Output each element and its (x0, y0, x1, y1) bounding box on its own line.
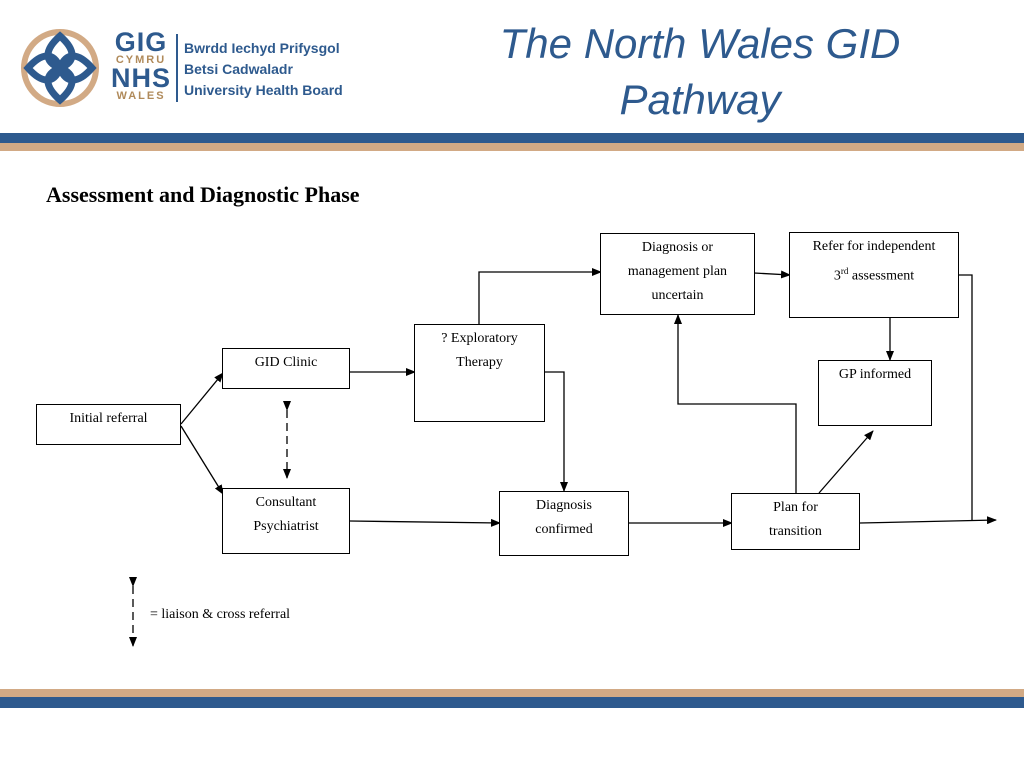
node-initial-referral: Initial referral (36, 404, 181, 445)
board-name-line2: Betsi Cadwaladr (184, 61, 293, 77)
node-diagnosis-confirmed-label: Diagnosis confirmed (535, 498, 593, 537)
node-refer-independent: Refer for independent 3rd assessment (789, 232, 959, 318)
logo-divider (176, 34, 178, 102)
node-consultant-psychiatrist: Consultant Psychiatrist (222, 488, 350, 554)
celtic-knot-icon (21, 29, 99, 107)
assessment-word: assessment (848, 268, 915, 284)
node-gp-informed-label: GP informed (838, 367, 912, 382)
legend-text: = liaison & cross referral (150, 607, 291, 622)
node-diagnosis-uncertain-label: Diagnosis or management plan uncertain (627, 240, 728, 303)
arrow-referral-to-consultant (180, 425, 224, 495)
arrow-consultant-to-confirmed (349, 518, 501, 527)
board-name-line1: Bwrdd Iechyd Prifysgol (184, 40, 340, 56)
bottom-band-blue (0, 697, 1024, 708)
node-diagnosis-uncertain: Diagnosis or management plan uncertain (600, 233, 755, 315)
node-refer-independent-label-line1: Refer for independent (812, 239, 936, 254)
node-gp-informed: GP informed (818, 360, 932, 426)
node-initial-referral-label: Initial referral (69, 411, 148, 426)
logo-nhs: NHS (110, 63, 171, 93)
health-board-logo: GIG CYMRU NHS WALES Bwrdd Iechyd Prifysg… (18, 26, 348, 112)
ordinal-number: 3 (833, 268, 841, 284)
gig-nhs-wordmark: GIG CYMRU NHS WALES (108, 27, 174, 103)
line-refer-down (959, 274, 973, 521)
logo-wales: WALES (116, 90, 166, 102)
arrow-uncertain-to-refer (753, 270, 791, 279)
node-gid-clinic-label: GID Clinic (254, 355, 318, 370)
node-diagnosis-confirmed: Diagnosis confirmed (499, 491, 629, 556)
bottom-band-tan (0, 689, 1024, 697)
top-band-blue (0, 133, 1024, 143)
logo-gig: GIG (114, 27, 168, 57)
top-band-tan (0, 143, 1024, 151)
node-plan-transition: Plan for transition (731, 493, 860, 550)
arrow-plan-to-exit (859, 516, 997, 525)
board-name: Bwrdd Iechyd Prifysgol Betsi Cadwaladr U… (184, 38, 343, 101)
page-title: The North Wales GID Pathway (499, 20, 901, 123)
node-plan-transition-label: Plan for transition (769, 500, 822, 539)
node-exploratory-therapy-label: ? Exploratory Therapy (441, 331, 518, 370)
node-gid-clinic: GID Clinic (222, 348, 350, 389)
node-consultant-psychiatrist-label: Consultant Psychiatrist (253, 495, 319, 534)
arrow-therapy-to-uncertain (478, 268, 602, 324)
node-exploratory-therapy: ? Exploratory Therapy (414, 324, 545, 422)
logo-cymru: CYMRU (115, 54, 167, 66)
node-refer-independent-label-line2: 3rd assessment (790, 259, 958, 289)
arrow-therapy-to-confirmed (544, 371, 568, 492)
arrow-referral-to-gid (180, 372, 224, 425)
section-heading: Assessment and Diagnostic Phase (46, 182, 360, 207)
arrow-plan-to-uncertain (674, 314, 797, 494)
ordinal-suffix: rd (840, 266, 849, 276)
board-name-line3: University Health Board (184, 82, 343, 98)
arrow-plan-to-gp (818, 430, 874, 494)
